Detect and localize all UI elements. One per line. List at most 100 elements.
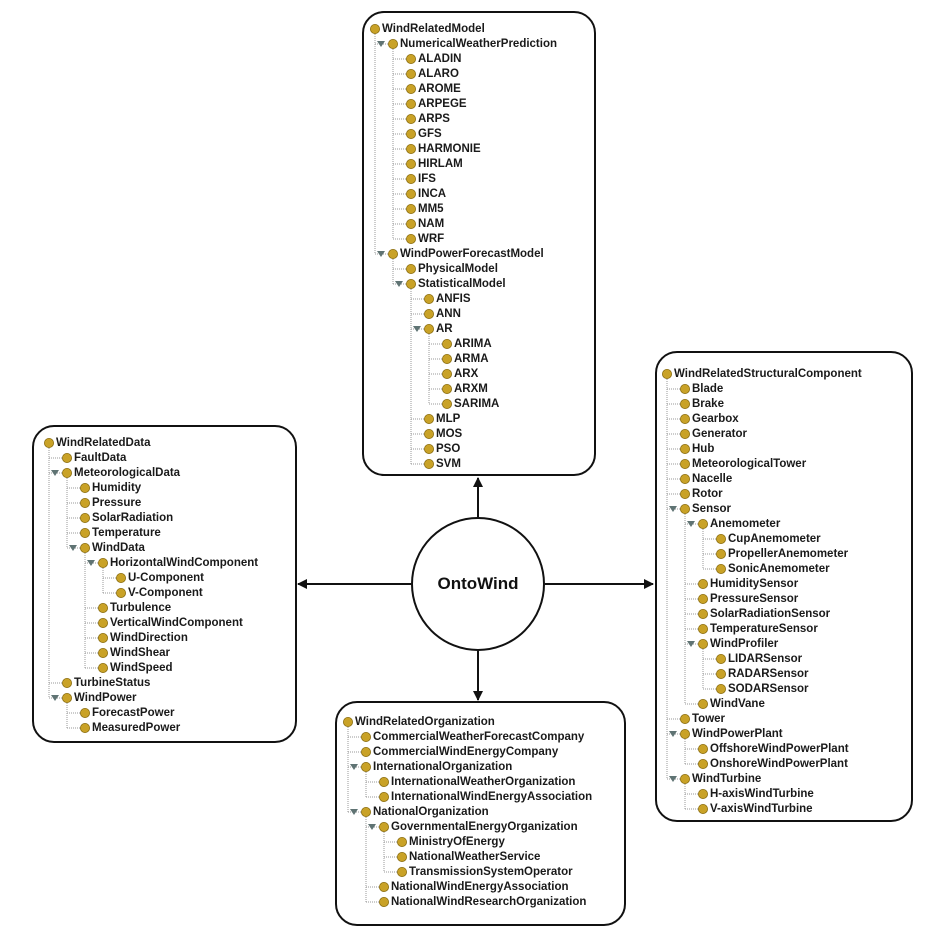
expand-triangle-icon[interactable] (377, 251, 385, 257)
class-node-physicalmodel[interactable]: PhysicalModel (418, 263, 498, 275)
class-node-nacelle[interactable]: Nacelle (692, 473, 733, 485)
class-node-hirlam[interactable]: HIRLAM (418, 158, 463, 170)
class-node-meteorologicaldata[interactable]: MeteorologicalData (74, 467, 181, 479)
class-node-ann[interactable]: ANN (436, 308, 461, 320)
class-node-wrf[interactable]: WRF (418, 233, 445, 245)
class-node-mos[interactable]: MOS (436, 428, 463, 440)
class-node-inca[interactable]: INCA (418, 188, 447, 200)
class-node-anfis[interactable]: ANFIS (436, 293, 471, 305)
class-node-pso[interactable]: PSO (436, 443, 461, 455)
expand-triangle-icon[interactable] (669, 506, 677, 512)
class-node-radarsensor[interactable]: RADARSensor (728, 668, 809, 680)
class-node-faultdata[interactable]: FaultData (74, 452, 127, 464)
class-node-commercialwindenergycompany[interactable]: CommercialWindEnergyCompany (373, 746, 559, 758)
class-node-meteorologicaltower[interactable]: MeteorologicalTower (692, 458, 807, 470)
class-node-windrelatedstructuralcomponent[interactable]: WindRelatedStructuralComponent (674, 368, 862, 380)
class-node-gearbox[interactable]: Gearbox (692, 413, 739, 425)
class-node-arima[interactable]: ARIMA (454, 338, 492, 350)
expand-triangle-icon[interactable] (687, 641, 695, 647)
class-node-pressure[interactable]: Pressure (92, 497, 142, 509)
class-node-sarima[interactable]: SARIMA (454, 398, 500, 410)
class-node-onshorewindpowerplant[interactable]: OnshoreWindPowerPlant (710, 758, 848, 770)
class-node-v-component[interactable]: V-Component (128, 587, 203, 599)
class-node-windvane[interactable]: WindVane (710, 698, 765, 710)
class-node-temperature[interactable]: Temperature (92, 527, 161, 539)
class-node-v-axiswindturbine[interactable]: V-axisWindTurbine (710, 803, 813, 815)
class-node-tower[interactable]: Tower (692, 713, 726, 725)
class-node-generator[interactable]: Generator (692, 428, 747, 440)
class-node-windpowerplant[interactable]: WindPowerPlant (692, 728, 783, 740)
class-node-sonicanemometer[interactable]: SonicAnemometer (728, 563, 830, 575)
expand-triangle-icon[interactable] (669, 731, 677, 737)
class-node-internationalorganization[interactable]: InternationalOrganization (373, 761, 513, 773)
class-node-turbinestatus[interactable]: TurbineStatus (74, 677, 151, 689)
expand-triangle-icon[interactable] (350, 809, 358, 815)
class-node-forecastpower[interactable]: ForecastPower (92, 707, 175, 719)
class-node-sodarsensor[interactable]: SODARSensor (728, 683, 809, 695)
class-node-windshear[interactable]: WindShear (110, 647, 170, 659)
class-node-windrelatedmodel[interactable]: WindRelatedModel (382, 23, 485, 35)
expand-triangle-icon[interactable] (377, 41, 385, 47)
class-node-windrelatedorganization[interactable]: WindRelatedOrganization (355, 716, 495, 728)
class-node-windspeed[interactable]: WindSpeed (110, 662, 173, 674)
class-node-commercialweatherforecastcompany[interactable]: CommercialWeatherForecastCompany (373, 731, 585, 743)
class-node-humidity[interactable]: Humidity (92, 482, 142, 494)
class-node-aladin[interactable]: ALADIN (418, 53, 462, 65)
class-node-horizontalwindcomponent[interactable]: HorizontalWindComponent (110, 557, 259, 569)
class-node-numericalweatherprediction[interactable]: NumericalWeatherPrediction (400, 38, 558, 50)
class-node-sensor[interactable]: Sensor (692, 503, 731, 515)
class-node-mm5[interactable]: MM5 (418, 203, 444, 215)
expand-triangle-icon[interactable] (51, 695, 59, 701)
class-node-lidarsensor[interactable]: LIDARSensor (728, 653, 803, 665)
class-node-solarradiation[interactable]: SolarRadiation (92, 512, 174, 524)
class-node-anemometer[interactable]: Anemometer (710, 518, 781, 530)
class-node-svm[interactable]: SVM (436, 458, 461, 470)
expand-triangle-icon[interactable] (413, 326, 421, 332)
class-node-solarradiationsensor[interactable]: SolarRadiationSensor (710, 608, 831, 620)
expand-triangle-icon[interactable] (69, 545, 77, 551)
class-node-h-axiswindturbine[interactable]: H-axisWindTurbine (710, 788, 814, 800)
class-node-hub[interactable]: Hub (692, 443, 715, 455)
class-node-statisticalmodel[interactable]: StatisticalModel (418, 278, 506, 290)
class-node-mlp[interactable]: MLP (436, 413, 461, 425)
class-node-windpowerforecastmodel[interactable]: WindPowerForecastModel (400, 248, 544, 260)
class-node-measuredpower[interactable]: MeasuredPower (92, 722, 181, 734)
class-node-arx[interactable]: ARX (454, 368, 479, 380)
expand-triangle-icon[interactable] (87, 560, 95, 566)
expand-triangle-icon[interactable] (669, 776, 677, 782)
class-node-arpege[interactable]: ARPEGE (418, 98, 467, 110)
class-node-arma[interactable]: ARMA (454, 353, 489, 365)
class-node-humiditysensor[interactable]: HumiditySensor (710, 578, 799, 590)
class-node-windrelateddata[interactable]: WindRelatedData (56, 437, 151, 449)
class-node-winddirection[interactable]: WindDirection (110, 632, 188, 644)
class-node-nationalweatherservice[interactable]: NationalWeatherService (409, 851, 541, 863)
class-node-cupanemometer[interactable]: CupAnemometer (728, 533, 821, 545)
expand-triangle-icon[interactable] (350, 764, 358, 770)
class-node-blade[interactable]: Blade (692, 383, 724, 395)
class-node-brake[interactable]: Brake (692, 398, 724, 410)
class-node-internationalwindenergyassociation[interactable]: InternationalWindEnergyAssociation (391, 791, 593, 803)
expand-triangle-icon[interactable] (395, 281, 403, 287)
class-node-nationalorganization[interactable]: NationalOrganization (373, 806, 489, 818)
class-node-gfs[interactable]: GFS (418, 128, 442, 140)
class-node-arps[interactable]: ARPS (418, 113, 450, 125)
class-node-verticalwindcomponent[interactable]: VerticalWindComponent (110, 617, 243, 629)
class-node-winddata[interactable]: WindData (92, 542, 145, 554)
class-node-turbulence[interactable]: Turbulence (110, 602, 172, 614)
class-node-arxm[interactable]: ARXM (454, 383, 488, 395)
class-node-windpower[interactable]: WindPower (74, 692, 137, 704)
class-node-ministryofenergy[interactable]: MinistryOfEnergy (409, 836, 505, 848)
class-node-windturbine[interactable]: WindTurbine (692, 773, 762, 785)
class-node-nationalwindenergyassociation[interactable]: NationalWindEnergyAssociation (391, 881, 569, 893)
class-node-ar[interactable]: AR (436, 323, 453, 335)
class-node-governmentalenergyorganization[interactable]: GovernmentalEnergyOrganization (391, 821, 578, 833)
class-node-temperaturesensor[interactable]: TemperatureSensor (710, 623, 818, 635)
class-node-nam[interactable]: NAM (418, 218, 445, 230)
class-node-internationalweatherorganization[interactable]: InternationalWeatherOrganization (391, 776, 576, 788)
expand-triangle-icon[interactable] (687, 521, 695, 527)
expand-triangle-icon[interactable] (51, 470, 59, 476)
class-node-transmissionsystemoperator[interactable]: TransmissionSystemOperator (409, 866, 573, 878)
class-node-nationalwindresearchorganization[interactable]: NationalWindResearchOrganization (391, 896, 587, 908)
class-node-rotor[interactable]: Rotor (692, 488, 723, 500)
class-node-arome[interactable]: AROME (418, 83, 461, 95)
